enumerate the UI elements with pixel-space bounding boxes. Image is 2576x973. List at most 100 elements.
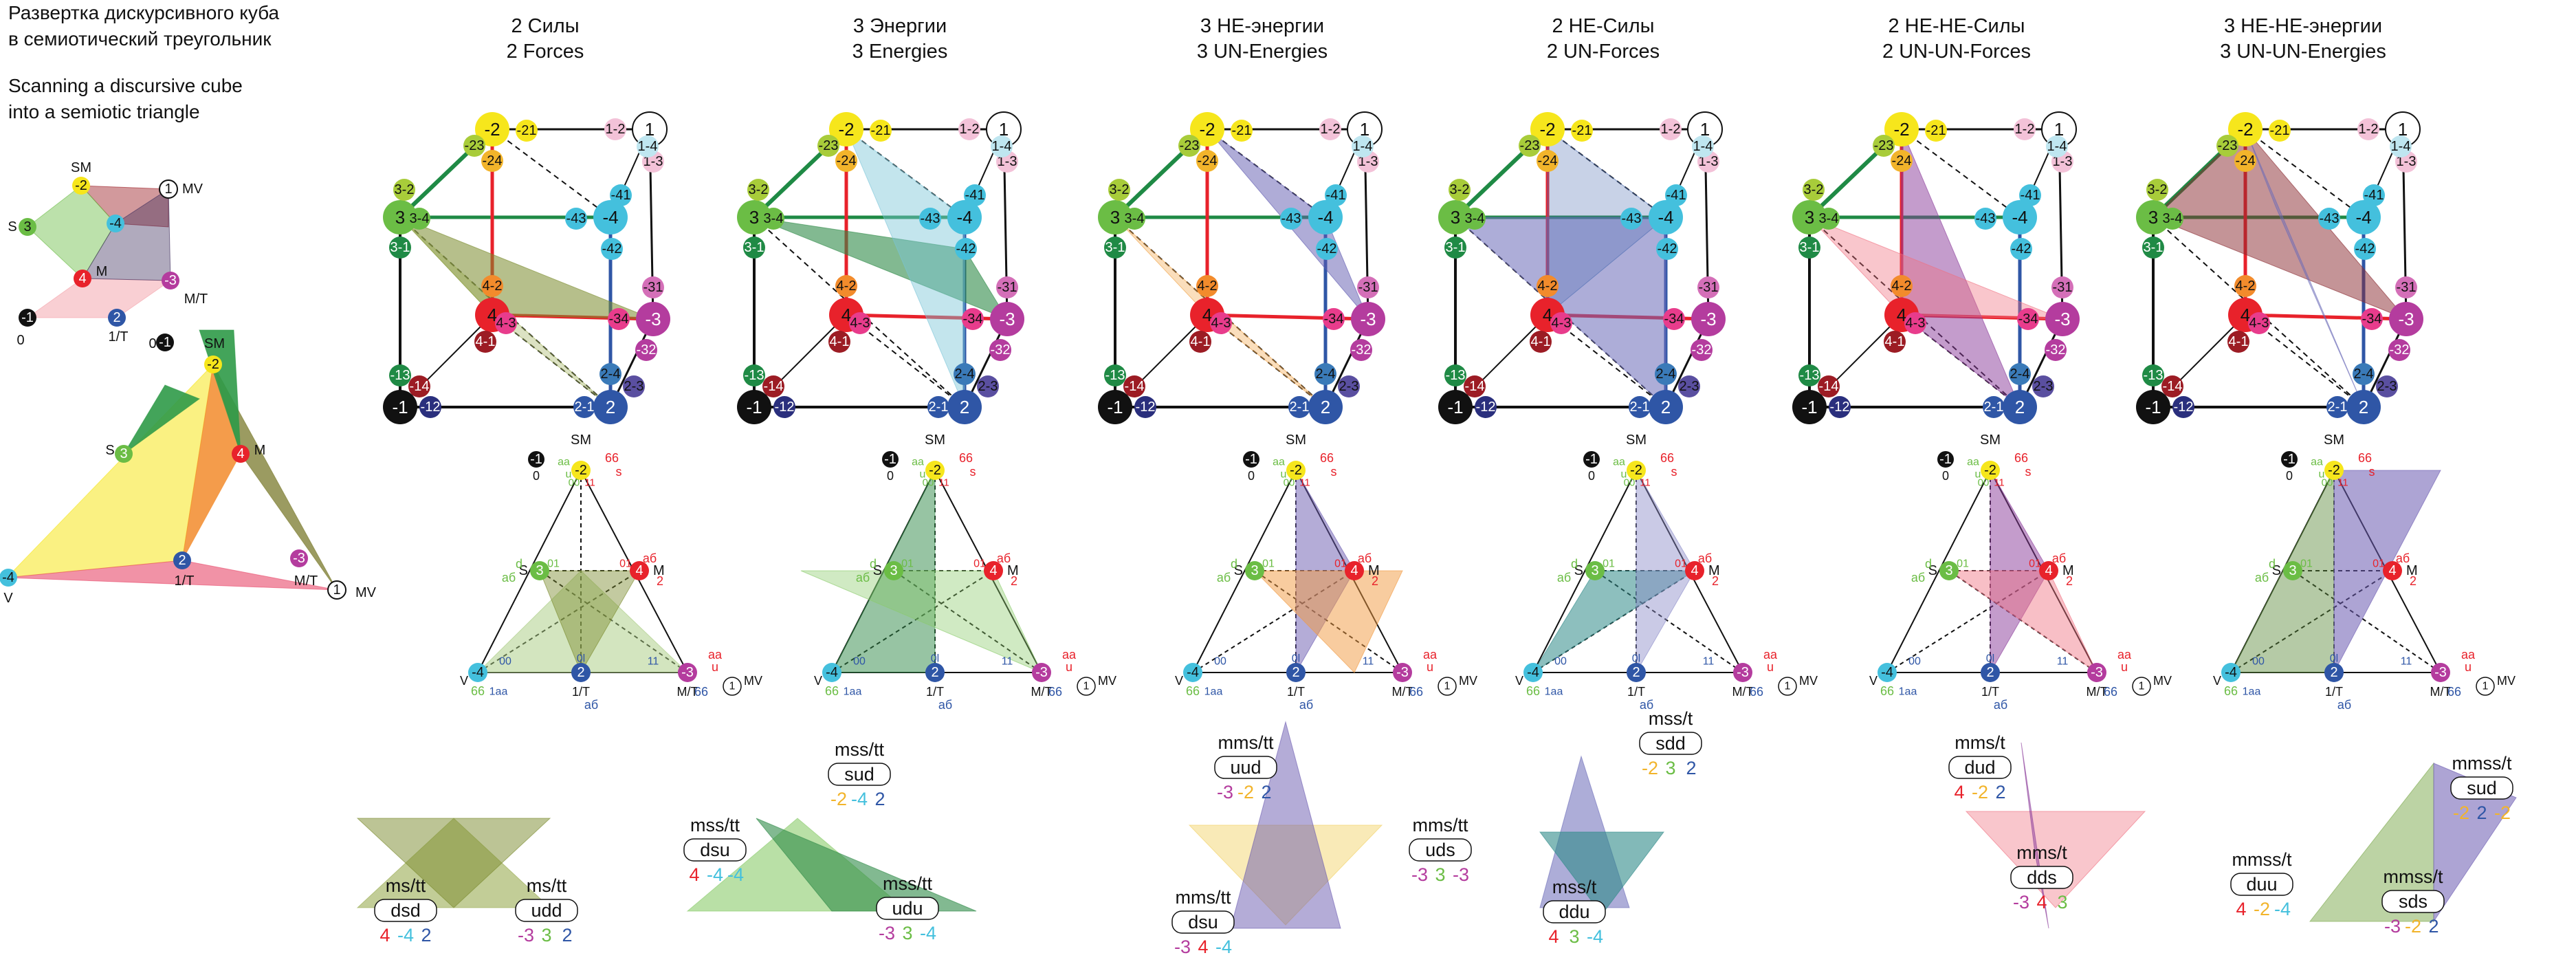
triangle-plane xyxy=(539,570,640,674)
node-label: 3-4 xyxy=(764,211,784,226)
node-label: -41 xyxy=(1666,188,1686,203)
shape-digit: -2 xyxy=(1972,782,1988,802)
node-circle xyxy=(2221,663,2241,682)
node-3: 3 xyxy=(737,200,771,234)
node-circle xyxy=(2346,200,2381,234)
intro-ru-line2: в семиотический треугольник xyxy=(8,28,272,50)
shape-tag-label: mms/tt xyxy=(1218,732,1274,753)
node-circle xyxy=(1537,150,1559,172)
node-circle xyxy=(1937,451,1954,468)
node-label: -31 xyxy=(998,280,1017,295)
node-label: 3-2 xyxy=(1450,182,1470,197)
node-circle xyxy=(947,200,982,234)
node-label: 2 xyxy=(1661,397,1671,417)
node-label: 1-3 xyxy=(1358,154,1378,169)
node-circle xyxy=(383,200,417,234)
s-label: S xyxy=(1574,563,1583,578)
node-circle xyxy=(1878,663,1897,682)
c01-label-red: 01 xyxy=(1675,558,1687,570)
node-2-3: 2-3 xyxy=(623,375,645,397)
node--1: -1 xyxy=(383,390,417,424)
node-circle xyxy=(2017,308,2039,330)
node--43: -43 xyxy=(2318,208,2340,230)
node-label: 3 xyxy=(120,446,127,461)
node-4: 4 xyxy=(1345,561,1364,580)
node-circle xyxy=(2383,561,2402,580)
shape-code-box xyxy=(2381,890,2445,913)
node-label: -13 xyxy=(1105,368,1125,383)
node-4-1: 4-1 xyxy=(1884,331,1906,353)
c00-label: 00 xyxy=(1978,477,1990,489)
node-3-1: 3-1 xyxy=(1444,237,1466,259)
node--3: -3 xyxy=(990,302,1024,336)
node-label: -31 xyxy=(1358,280,1378,295)
node-circle xyxy=(835,275,857,297)
aa-label-red: aa xyxy=(1423,648,1438,662)
node-label: 3 xyxy=(1805,207,1814,228)
node-label: -2 xyxy=(2328,463,2340,478)
node-label: 4 xyxy=(487,305,497,325)
ab-label-blue: аб xyxy=(1994,698,2007,712)
node-4-3: 4-3 xyxy=(1550,312,1572,334)
shape-tag-label: mmss/t xyxy=(2384,866,2443,887)
node-3: 3 xyxy=(383,200,417,234)
node-circle xyxy=(630,561,649,580)
c01-label: 01 xyxy=(1262,558,1275,570)
node-circle xyxy=(1655,363,1677,385)
node-4: 4 xyxy=(74,270,91,287)
node-circle xyxy=(408,375,430,397)
column-title-en: 3 UN-Energies xyxy=(1196,41,1328,63)
node-3-1: 3-1 xyxy=(743,237,765,259)
node-2-1: 2-1 xyxy=(1983,396,2005,418)
node-label: 2-1 xyxy=(1290,400,1310,415)
c11-label-blue: 11 xyxy=(1703,656,1715,668)
node--34: -34 xyxy=(2361,308,2383,330)
node-circle xyxy=(1629,396,1651,418)
node-label: -31 xyxy=(2397,280,2417,295)
triangle-plane xyxy=(1532,570,1696,673)
node--4: -4 xyxy=(468,663,487,682)
sm-label: SM xyxy=(204,336,225,351)
c66-label-green: 66 xyxy=(1526,684,1540,698)
node-circle xyxy=(1123,208,1145,230)
node-3: 3 xyxy=(1245,561,1264,580)
c11-label-blue: 11 xyxy=(1002,656,1013,668)
two-label-red: 2 xyxy=(2066,574,2073,588)
shape-code-label: uds xyxy=(1425,840,1455,860)
t-label: 1/T xyxy=(1981,685,1999,699)
node-label: 2-3 xyxy=(2377,379,2397,394)
node-label: 1 xyxy=(333,582,340,598)
node-circle xyxy=(642,276,664,298)
node-circle xyxy=(393,179,415,201)
node-label: -23 xyxy=(819,138,839,153)
shape-group-3 xyxy=(1188,721,1383,929)
node-circle xyxy=(1196,150,1218,172)
node-circle xyxy=(1108,179,1130,201)
aa-label-red: aa xyxy=(1763,648,1778,662)
edge xyxy=(1886,470,1991,673)
node-label: -23 xyxy=(1520,138,1540,153)
node-label: 4-2 xyxy=(1538,278,1558,294)
node-label: 3-2 xyxy=(749,182,769,197)
node--13: -13 xyxy=(743,364,765,386)
shape-code-label: dsd xyxy=(390,900,421,921)
mv-circle xyxy=(1077,677,1096,696)
node-circle xyxy=(1475,396,1497,418)
m-label: M xyxy=(1708,563,1720,578)
cube-6: 11-21-31-4-2-21-23-2433-13-23-4-4-41-42-… xyxy=(2136,111,2423,424)
v-label: V xyxy=(1515,674,1523,688)
node-circle xyxy=(571,461,591,480)
t-label: 1/T xyxy=(1627,685,1645,699)
node--31: -31 xyxy=(1357,276,1379,298)
ab-label-red: аб xyxy=(997,551,1011,565)
node--12: -12 xyxy=(773,396,795,418)
node--4: -4 xyxy=(1649,200,1683,234)
u-label: u xyxy=(566,469,572,481)
node-label: 1-4 xyxy=(1693,139,1713,154)
mt-label: M/T xyxy=(1031,685,1053,699)
node-circle xyxy=(115,445,133,463)
shape-code-label: uud xyxy=(1230,757,1261,778)
node-label: 1-4 xyxy=(992,139,1012,154)
